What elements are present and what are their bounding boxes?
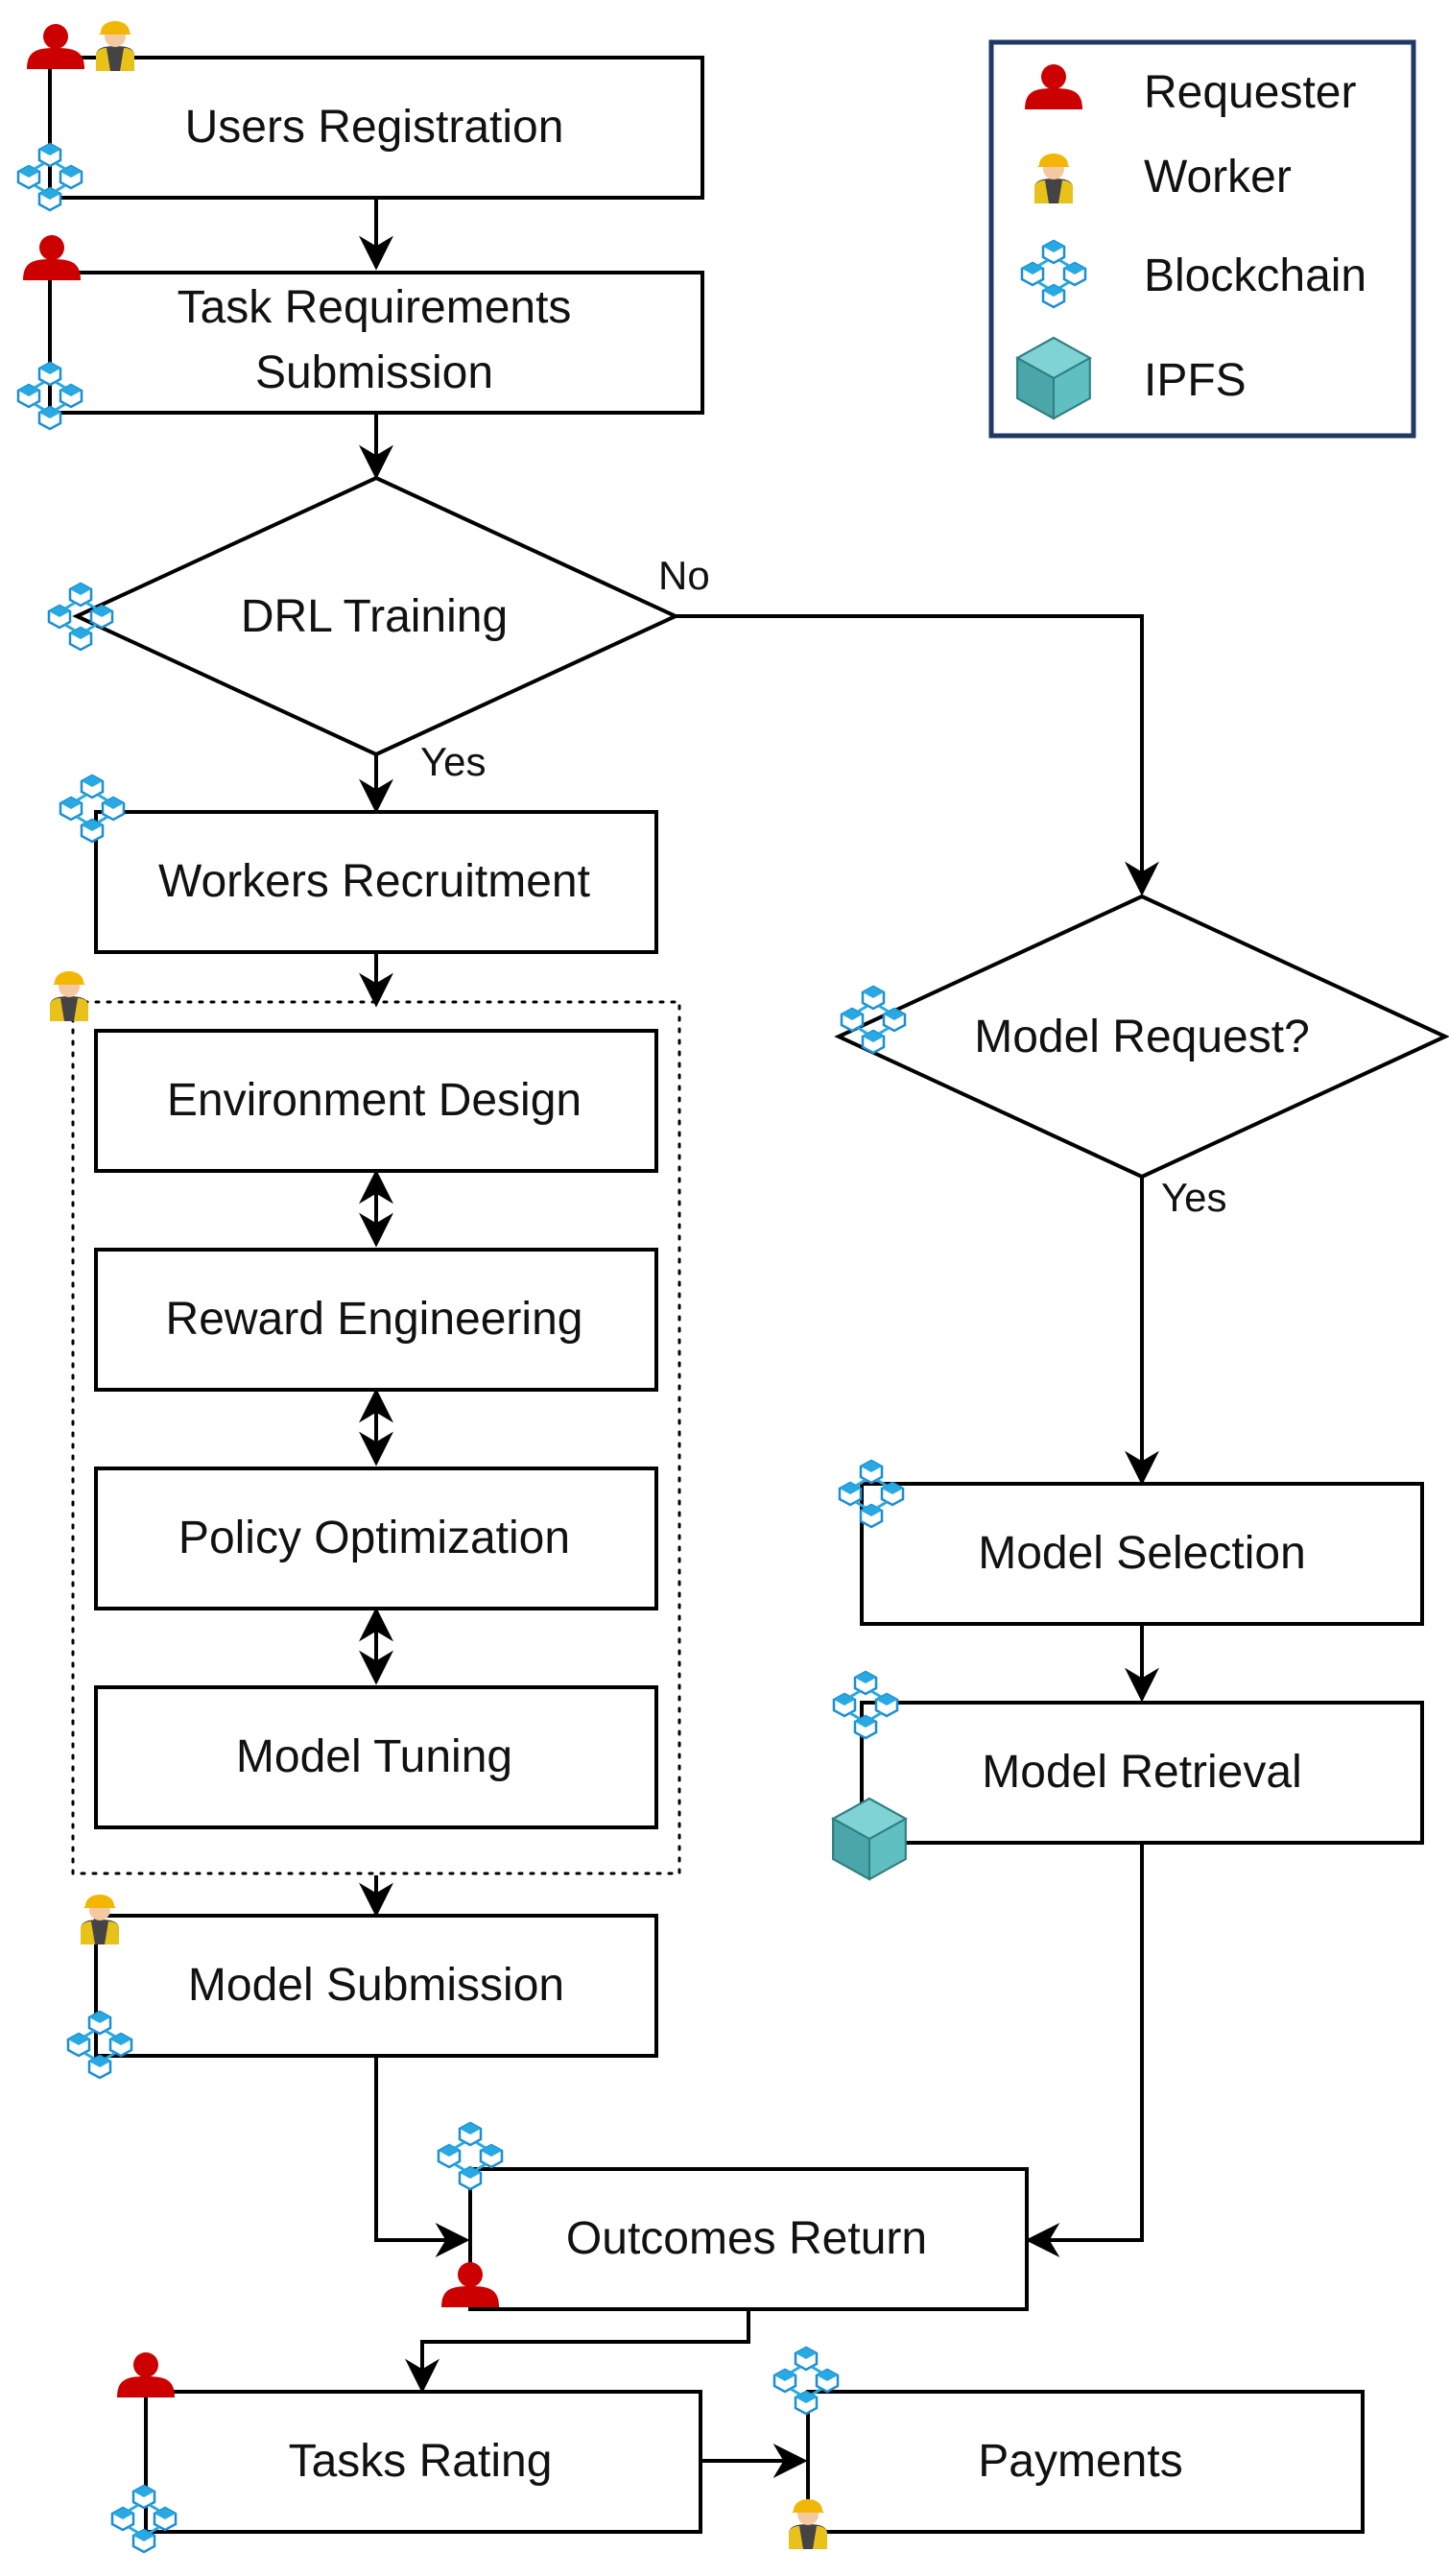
node-reward-engineering[interactable]: [94, 1248, 658, 1392]
node-tasks-rating[interactable]: [144, 2390, 702, 2534]
legend-ipfs-label: IPFS: [1144, 355, 1247, 406]
label-model-request: Model Request?: [974, 1012, 1310, 1062]
label-model-retrieval: Model Retrieval: [982, 1747, 1301, 1798]
requester-icon: [117, 2352, 175, 2397]
label-model-submission: Model Submission: [188, 1960, 564, 2011]
label-tasks-rating: Tasks Rating: [289, 2436, 553, 2487]
node-workers-recruitment[interactable]: [94, 810, 658, 954]
edge-retrieval-to-outcomes: [1025, 1843, 1144, 2257]
worker-process-group: [71, 1000, 681, 1875]
legend-worker-label: Worker: [1144, 152, 1292, 203]
node-model-submission[interactable]: [94, 1914, 658, 2058]
worker-icon: [96, 21, 134, 71]
edge-submission-to-outcomes: [374, 2056, 470, 2257]
node-outcomes-return[interactable]: [468, 2167, 1029, 2311]
edge-label-no: No: [658, 553, 710, 598]
edge-outcomes-to-rating: [405, 2309, 750, 2394]
edge-drl-no: [676, 614, 1159, 896]
requester-icon: [27, 24, 84, 69]
node-icons: [16, 21, 907, 2554]
node-payments[interactable]: [806, 2390, 1365, 2534]
label-payments: Payments: [978, 2436, 1182, 2487]
label-drl-training: DRL Training: [241, 591, 508, 642]
label-model-tuning: Model Tuning: [236, 1731, 512, 1782]
node-drl-training[interactable]: [72, 475, 680, 757]
label-model-selection: Model Selection: [978, 1528, 1306, 1579]
label-task-requirements-line1: Task Requirements: [178, 282, 572, 333]
edges: [359, 200, 1159, 2478]
edge-label-yes-request: Yes: [1161, 1175, 1227, 1220]
node-model-selection[interactable]: [860, 1482, 1424, 1626]
label-workers-recruitment: Workers Recruitment: [158, 856, 590, 907]
label-policy-optimization: Policy Optimization: [178, 1513, 570, 1563]
node-model-tuning[interactable]: [94, 1685, 658, 1829]
legend: Requester Worker Blockchain IPFS: [988, 39, 1416, 439]
label-reward-engineering: Reward Engineering: [166, 1294, 583, 1345]
label-users-registration: Users Registration: [185, 102, 564, 153]
label-environment-design: Environment Design: [167, 1075, 582, 1126]
node-task-requirements[interactable]: [48, 271, 704, 415]
edge-label-yes-drl: Yes: [420, 739, 487, 784]
node-environment-design[interactable]: [94, 1029, 658, 1173]
label-task-requirements-line2: Submission: [255, 347, 493, 398]
label-outcomes-return: Outcomes Return: [566, 2213, 927, 2264]
requester-icon: [23, 235, 81, 280]
legend-blockchain-label: Blockchain: [1144, 250, 1366, 301]
node-policy-optimization[interactable]: [94, 1467, 658, 1610]
worker-icon: [50, 971, 88, 1021]
node-model-retrieval[interactable]: [860, 1701, 1424, 1845]
node-model-request[interactable]: [834, 894, 1449, 1180]
legend-requester-label: Requester: [1144, 67, 1356, 118]
